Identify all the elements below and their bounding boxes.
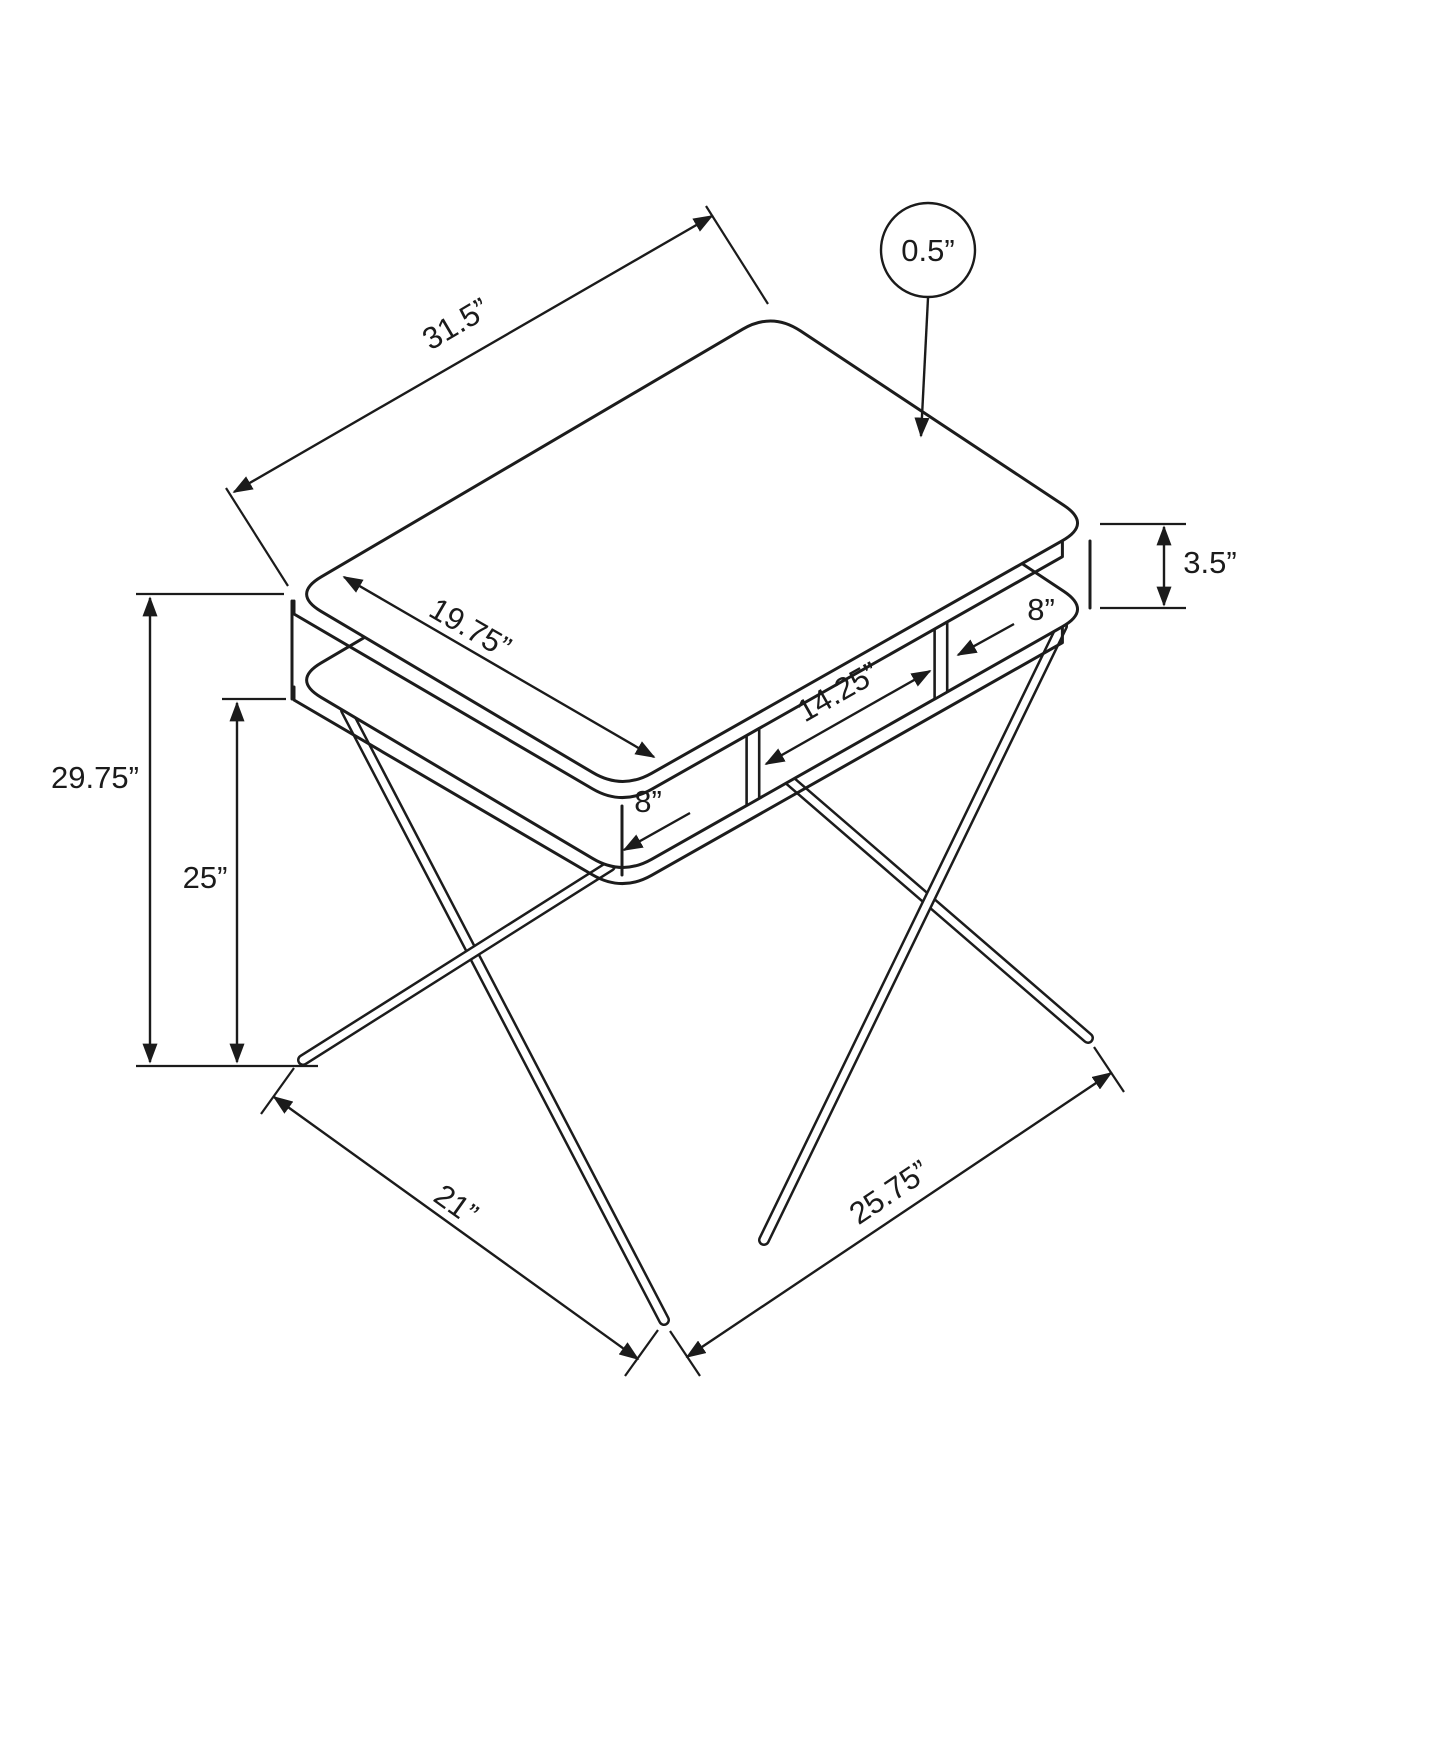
dimension-top-thickness: 0.5” — [879, 201, 977, 438]
extension-line — [260, 1067, 295, 1115]
dimension-left-cubby: 8” — [622, 784, 691, 852]
extension-line — [705, 205, 769, 305]
dimension-clearance: 25” — [183, 697, 286, 1064]
dimension-base-width: 25.75” — [669, 1046, 1125, 1377]
extension-line — [1093, 1046, 1125, 1093]
cubby-divider-left — [745, 727, 761, 807]
extension-line — [669, 1330, 701, 1377]
leader-arrow — [914, 297, 930, 438]
dimension-label: 8” — [634, 784, 662, 819]
shelf-front-edge — [292, 626, 1064, 885]
dimension-label: 25.75” — [843, 1153, 936, 1231]
dimension-line — [764, 669, 932, 766]
callout-circle — [879, 201, 977, 299]
desk-illustration — [290, 319, 1094, 1326]
extension-line — [225, 487, 289, 587]
dimension-line — [622, 811, 691, 852]
dimension-line — [272, 1096, 640, 1360]
dimension-label: 3.5” — [1183, 545, 1236, 580]
dimension-line — [342, 575, 656, 759]
cubby-divider-right — [933, 620, 949, 701]
dimension-base-depth: 21” — [260, 1067, 659, 1377]
extension-line — [624, 1329, 659, 1377]
dimension-right-cubby: 8” — [956, 592, 1055, 657]
dimension-label: 25” — [183, 860, 228, 895]
dimension-line — [232, 214, 714, 494]
dimension-line — [956, 622, 1015, 657]
dimension-overall-height: 29.75” — [51, 592, 318, 1068]
desk-top-front-edge — [292, 539, 1064, 799]
dimension-annotations: 31.5” 0.5” 3.5” 8” 19.75” 14.25” — [51, 201, 1237, 1377]
dimension-label: 0.5” — [901, 233, 954, 268]
dimension-label: 29.75” — [51, 760, 139, 795]
dimension-line — [685, 1072, 1113, 1358]
leg-right-rear — [782, 773, 1094, 1044]
dimension-edge-height: 3.5” — [1100, 522, 1237, 610]
dimension-label: 21” — [428, 1177, 485, 1232]
dimension-label: 8” — [1027, 592, 1055, 627]
leg-left-front — [297, 860, 616, 1066]
